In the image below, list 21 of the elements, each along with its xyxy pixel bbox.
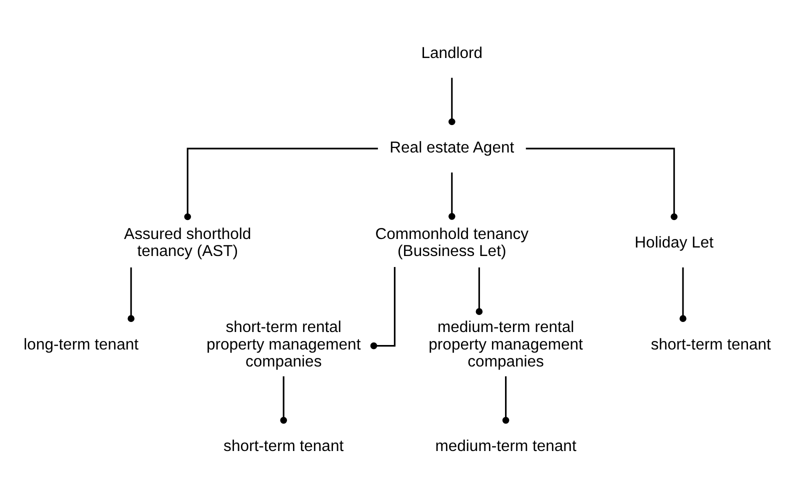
connector	[448, 172, 456, 220]
node-text: Holiday Let	[634, 234, 714, 251]
connector	[280, 376, 288, 424]
connector	[370, 266, 396, 349]
node-text: short-term tenant	[224, 438, 344, 455]
node-text: short-term tenant	[650, 336, 771, 353]
connector	[128, 266, 134, 322]
node-text: long-term tenant	[24, 336, 139, 353]
node-text: medium-term tenant	[435, 438, 576, 455]
node-text: Assured shorthold tenancy (AST)	[124, 225, 252, 260]
node-text: short-term rental property management companies	[206, 318, 361, 370]
node-text: Commonhold tenancy (Bussiness Let)	[375, 225, 529, 260]
connector	[184, 147, 378, 220]
connector	[476, 266, 483, 315]
node-text: Landlord	[421, 44, 483, 62]
node-text: Real estate Agent	[390, 139, 514, 156]
connector	[526, 147, 678, 220]
connector	[502, 376, 510, 424]
node-text: medium-term rental property management companies	[428, 318, 583, 370]
connector	[680, 266, 686, 322]
connector	[448, 77, 456, 125]
